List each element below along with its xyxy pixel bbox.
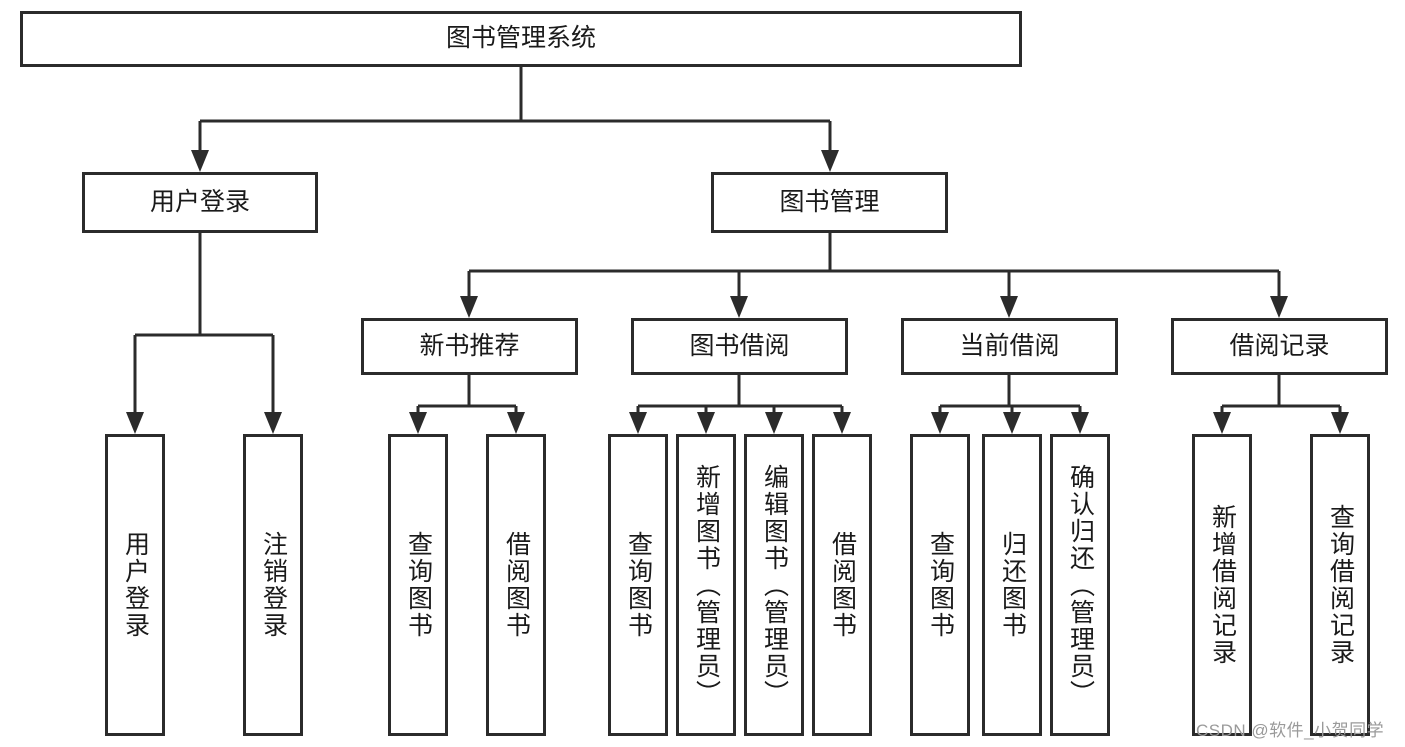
node-label-borrow-record: 借阅记录 — [1229, 331, 1330, 360]
node-label-leaf-user-login: 用户登录 — [121, 531, 150, 639]
node-leaf-confirm-return-admin[interactable]: 确认归还（管理员） — [1050, 434, 1110, 736]
node-book-manage[interactable]: 图书管理 — [711, 172, 948, 233]
node-label-leaf-confirm-return-admin: 确认归还（管理员） — [1066, 463, 1095, 707]
node-leaf-query-book-1[interactable]: 查询图书 — [388, 434, 448, 736]
node-root[interactable]: 图书管理系统 — [20, 11, 1022, 67]
node-label-leaf-borrow-book-2: 借阅图书 — [828, 531, 857, 639]
node-label-leaf-query-book-2: 查询图书 — [624, 531, 653, 639]
node-leaf-add-book-admin[interactable]: 新增图书（管理员） — [676, 434, 736, 736]
node-label-book-manage: 图书管理 — [779, 187, 880, 216]
node-leaf-add-borrow-record[interactable]: 新增借阅记录 — [1192, 434, 1252, 736]
node-label-current-borrow: 当前借阅 — [959, 331, 1060, 360]
node-label-root: 图书管理系统 — [445, 24, 596, 53]
node-label-user-login: 用户登录 — [149, 187, 250, 216]
node-current-borrow[interactable]: 当前借阅 — [901, 318, 1118, 375]
node-leaf-edit-book-admin[interactable]: 编辑图书（管理员） — [744, 434, 804, 736]
node-leaf-borrow-book-1[interactable]: 借阅图书 — [486, 434, 546, 736]
node-label-leaf-edit-book-admin: 编辑图书（管理员） — [760, 463, 789, 707]
node-label-leaf-add-borrow-record: 新增借阅记录 — [1208, 504, 1237, 666]
node-leaf-query-book-2[interactable]: 查询图书 — [608, 434, 668, 736]
node-leaf-borrow-book-2[interactable]: 借阅图书 — [812, 434, 872, 736]
node-leaf-query-borrow-record[interactable]: 查询借阅记录 — [1310, 434, 1370, 736]
node-label-new-book-recommend: 新书推荐 — [419, 331, 520, 360]
node-label-leaf-query-book-1: 查询图书 — [404, 531, 433, 639]
watermark-text: CSDN @软件_小贺同学 — [1196, 721, 1385, 740]
node-label-book-borrow: 图书借阅 — [689, 331, 790, 360]
node-leaf-user-logout[interactable]: 注销登录 — [243, 434, 303, 736]
node-user-login[interactable]: 用户登录 — [82, 172, 318, 233]
node-label-leaf-query-book-3: 查询图书 — [926, 531, 955, 639]
node-book-borrow[interactable]: 图书借阅 — [631, 318, 848, 375]
node-leaf-user-login[interactable]: 用户登录 — [105, 434, 165, 736]
node-label-leaf-query-borrow-record: 查询借阅记录 — [1326, 504, 1355, 666]
node-leaf-query-book-3[interactable]: 查询图书 — [910, 434, 970, 736]
node-label-leaf-return-book: 归还图书 — [998, 531, 1027, 639]
node-label-leaf-add-book-admin: 新增图书（管理员） — [692, 463, 721, 707]
node-borrow-record[interactable]: 借阅记录 — [1171, 318, 1388, 375]
node-label-leaf-borrow-book-1: 借阅图书 — [502, 531, 531, 639]
node-label-leaf-user-logout: 注销登录 — [259, 531, 288, 639]
node-new-book-recommend[interactable]: 新书推荐 — [361, 318, 578, 375]
node-leaf-return-book[interactable]: 归还图书 — [982, 434, 1042, 736]
